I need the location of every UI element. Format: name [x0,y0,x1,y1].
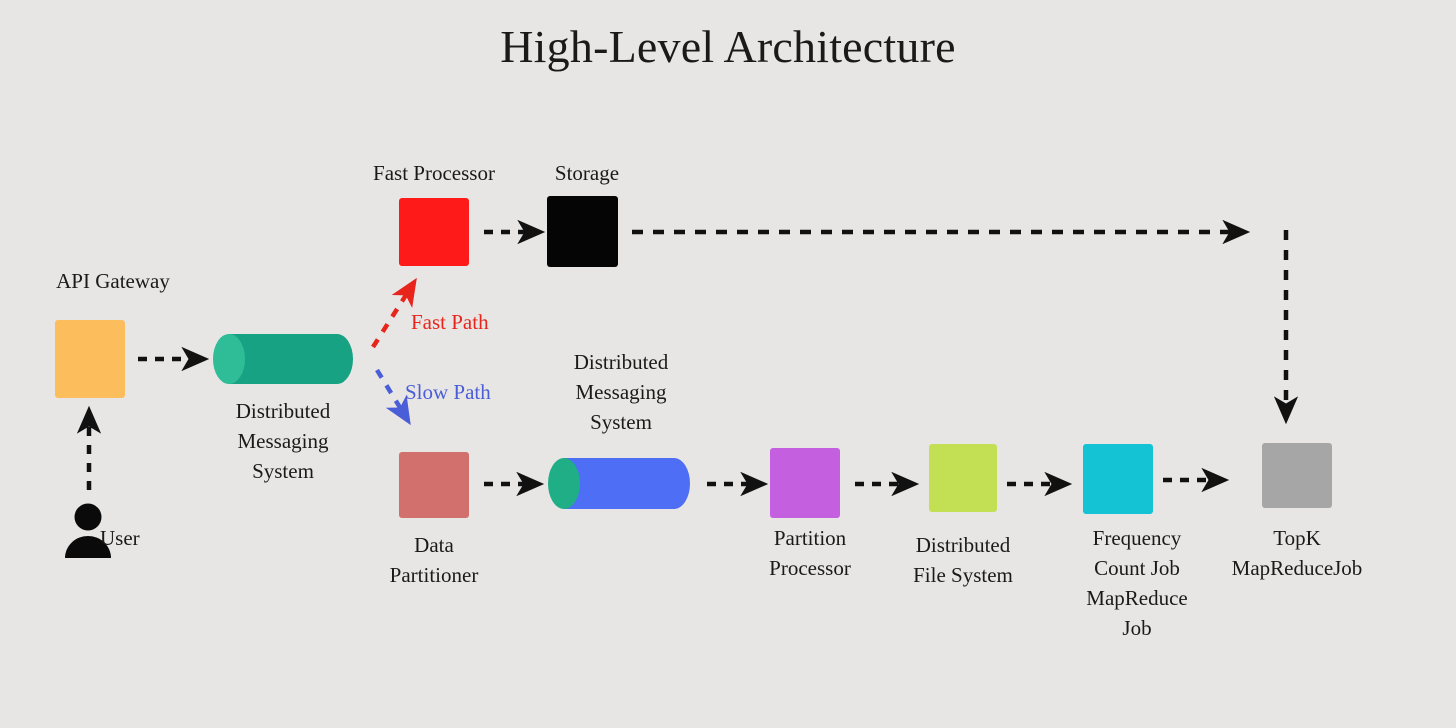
topk-mapreduce-job-label: TopK MapReduceJob [1231,526,1363,580]
page-title: High-Level Architecture [500,21,956,72]
frequency-count-job-label: Frequency Count Job MapReduce Job [1086,526,1188,640]
data-partitioner-box[interactable] [399,452,469,518]
fast-processor-label: Fast Processor [373,161,495,185]
storage-box[interactable] [547,196,618,267]
user-label: User [100,526,140,550]
distributed-file-system-label: Distributed File System [913,533,1013,587]
slow-path-label: Slow Path [405,380,491,404]
fast-path-label: Fast Path [411,310,489,334]
messaging-top-label: Distributed Messaging System [235,399,331,483]
frequency-count-job-box[interactable] [1083,444,1153,514]
messaging-bottom-cylinder[interactable] [548,458,690,509]
messaging-top-cylinder[interactable] [213,334,353,384]
user-icon [62,502,118,558]
fast-processor-box[interactable] [399,198,469,266]
partition-processor-box[interactable] [770,448,840,518]
storage-label: Storage [554,161,620,185]
api-gateway-label: API Gateway [56,269,170,293]
partition-processor-label: Partition Processor [769,526,851,580]
api-gateway-box[interactable] [55,320,125,398]
edge-fast-path [371,277,417,349]
topk-mapreduce-job-box[interactable] [1262,443,1332,508]
distributed-file-system-box[interactable] [929,444,997,512]
data-partitioner-label: Data Partitioner [389,533,479,587]
messaging-bottom-label: Distributed Messaging System [573,350,669,434]
